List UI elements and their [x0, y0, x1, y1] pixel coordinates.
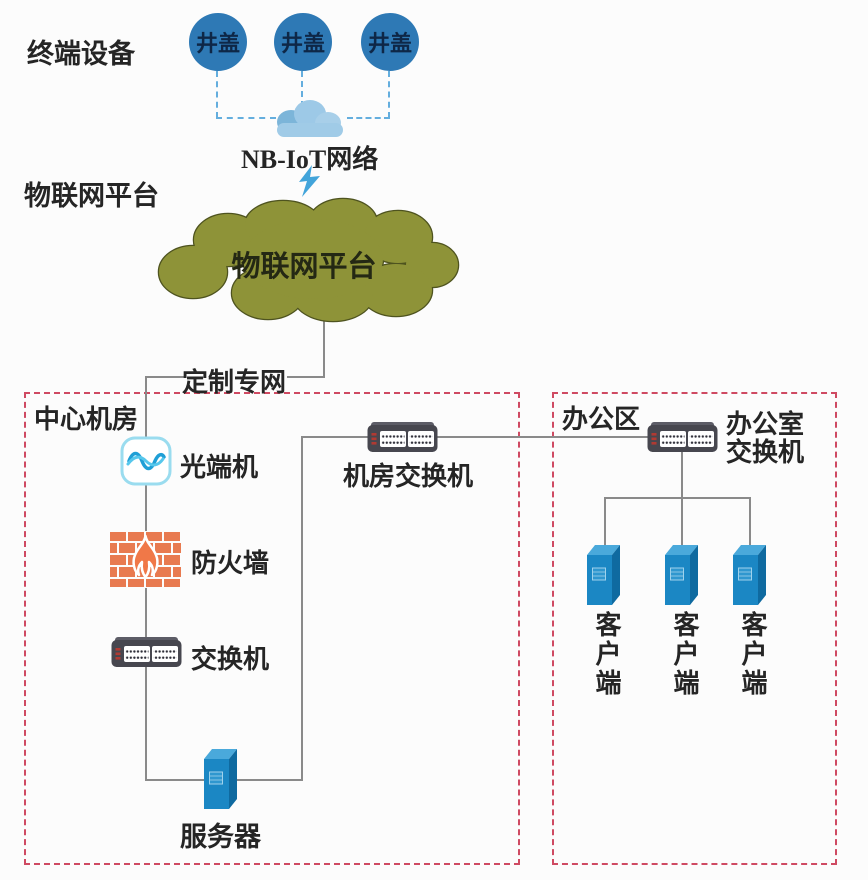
core-switch-label: 交换机 [191, 645, 270, 674]
connector-officeswitch-down [681, 452, 683, 499]
connector-private-left [145, 376, 184, 378]
client-label-3: 客户端 [738, 611, 767, 698]
lightning-bolt-icon [299, 165, 320, 197]
terminal-node-label: 井盖 [195, 31, 240, 56]
terminal-node-label: 井盖 [280, 31, 325, 56]
office-switch-icon [647, 421, 718, 454]
client-icon-2 [663, 544, 701, 610]
connector-private-right [287, 376, 325, 378]
dashed-link-left [216, 71, 218, 118]
server-label: 服务器 [180, 822, 261, 852]
core-switch-icon [111, 636, 182, 669]
dashed-link-right [388, 71, 390, 118]
room-switch-label: 机房交换机 [343, 462, 474, 491]
connector-roomswitch-vertical [301, 437, 303, 781]
client-label-1: 客户端 [592, 611, 621, 698]
connector-cloud-stem [323, 316, 325, 377]
firewall-label: 防火墙 [191, 549, 270, 578]
connector-client1-drop [604, 497, 606, 549]
central-room-zone [24, 392, 520, 865]
room-switch-icon [367, 421, 438, 454]
optical-terminal-label: 光端机 [180, 453, 259, 482]
dashed-link-middle [301, 71, 303, 107]
terminal-node-manhole-2: 井盖 [274, 13, 332, 71]
dashed-link-right-horizontal [347, 117, 390, 119]
central-room-title: 中心机房 [34, 405, 139, 434]
office-switch-label: 办公室 交换机 [726, 410, 805, 468]
firewall-icon [110, 531, 181, 588]
client-label-2: 客户端 [670, 611, 699, 698]
client-icon-3 [731, 544, 769, 610]
iot-platform-cloud-icon [157, 197, 460, 323]
connector-client2-drop [681, 497, 683, 549]
terminal-node-manhole-1: 井盖 [189, 13, 247, 71]
terminal-node-label: 井盖 [367, 31, 412, 56]
nbiot-cloud-icon [267, 95, 353, 141]
client-icon-1 [585, 544, 623, 610]
private-network-label: 定制专网 [182, 368, 287, 397]
section-label-terminal-devices: 终端设备 [27, 39, 135, 69]
connector-client3-drop [749, 497, 751, 549]
connector-clients-bus [604, 497, 751, 499]
server-icon [202, 748, 240, 814]
optical-terminal-icon [120, 436, 172, 486]
nbiot-network-label: NB-IoT网络 [241, 145, 379, 174]
iot-platform-cloud-label: 物联网平台 [231, 251, 377, 283]
office-zone-title: 办公区 [562, 405, 641, 434]
terminal-node-manhole-3: 井盖 [361, 13, 419, 71]
office-zone [552, 392, 837, 865]
office-switch-label-line1: 办公室 [726, 410, 805, 439]
dashed-link-left-horizontal [216, 117, 276, 119]
connector-switch-to-office [301, 436, 648, 438]
office-switch-label-line2: 交换机 [726, 438, 805, 468]
section-label-iot-platform: 物联网平台 [24, 181, 159, 211]
